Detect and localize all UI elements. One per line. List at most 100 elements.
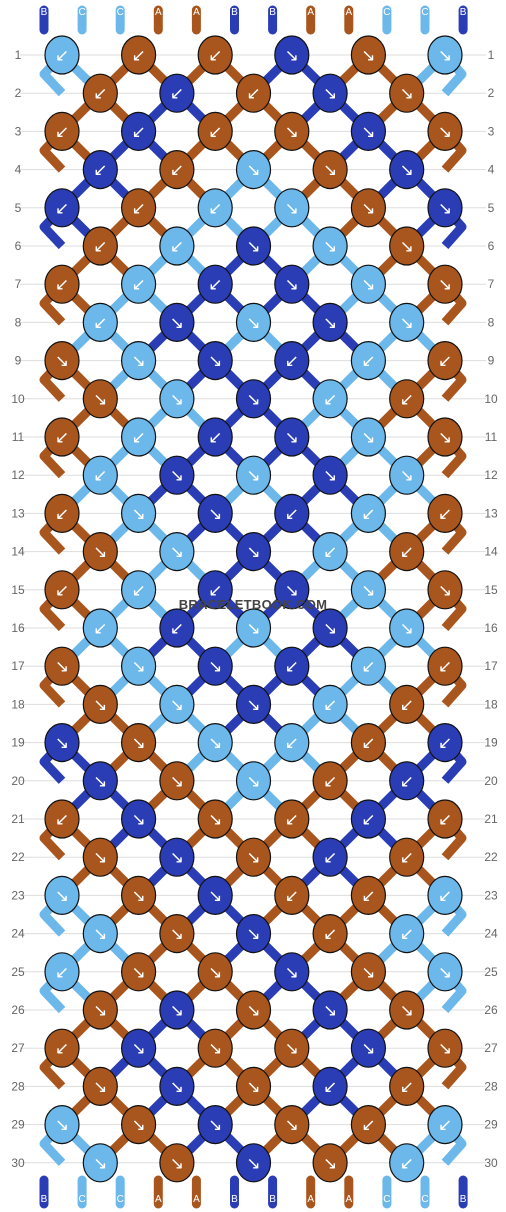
knot-arrow-icon: ↘: [170, 925, 184, 945]
knot-shape: [427, 417, 463, 457]
knot-arrow-icon: ↘: [400, 161, 414, 181]
knot-arrow-icon: ↘: [170, 390, 184, 410]
knot: ↘: [274, 35, 310, 75]
knot: ↙: [350, 722, 386, 763]
strand-label-bottom: A: [307, 1194, 314, 1205]
strand-label-top: C: [117, 7, 124, 18]
knot-arrow-icon: ↘: [55, 352, 69, 372]
knot: ↘: [427, 264, 463, 304]
knot-arrow-icon: ↙: [323, 848, 337, 868]
knot-arrow-icon: ↙: [131, 199, 145, 219]
knot: ↙: [197, 188, 233, 228]
knot: ↘: [197, 1028, 233, 1068]
knot-shape: [159, 1143, 195, 1183]
knot: ↘: [350, 1028, 386, 1068]
knot-shape: [197, 1104, 233, 1145]
knot: ↘: [274, 1104, 310, 1145]
knot-arrow-icon: ↘: [246, 1154, 260, 1174]
knot: ↙: [121, 417, 157, 457]
knot-arrow-icon: ↘: [400, 466, 414, 486]
knot: ↙: [44, 35, 80, 75]
row-number-right: 7: [488, 277, 495, 291]
knot-arrow-icon: ↘: [170, 313, 184, 333]
row-number-right: 6: [488, 239, 495, 253]
knot-shape: [44, 35, 80, 75]
knot-shape: [389, 73, 425, 113]
knot: ↙: [44, 493, 80, 534]
row-number-right: 17: [484, 659, 498, 673]
knot-shape: [121, 341, 157, 381]
knot: ↙: [44, 264, 80, 304]
knot-arrow-icon: ↘: [246, 313, 260, 333]
row-number-right: 26: [484, 1003, 498, 1017]
knot-arrow-icon: ↙: [55, 428, 69, 448]
knot-arrow-icon: ↙: [55, 122, 69, 142]
knot-arrow-icon: ↙: [361, 810, 375, 830]
knot-arrow-icon: ↙: [131, 581, 145, 601]
knot-shape: [121, 1028, 157, 1068]
knot-shape: [350, 1104, 386, 1145]
knot-arrow-icon: ↘: [323, 466, 337, 486]
knot-shape: [121, 952, 157, 992]
knot-shape: [350, 188, 386, 228]
knot-shape: [121, 570, 157, 610]
row-number-left: 13: [11, 506, 25, 520]
knot-shape: [350, 1028, 386, 1068]
knot-shape: [389, 608, 425, 648]
knot: ↘: [197, 952, 233, 992]
knot: ↙: [44, 799, 80, 839]
knot-arrow-icon: ↘: [93, 1001, 107, 1021]
knot-shape: [427, 646, 463, 686]
knot-shape: [350, 417, 386, 457]
knot: ↘: [389, 150, 425, 190]
knot: ↘: [197, 341, 233, 381]
knot-shape: [350, 111, 386, 151]
knot-shape: [427, 111, 463, 151]
knot: ↘: [235, 837, 272, 877]
knot: ↙: [389, 1143, 425, 1183]
knot-arrow-icon: ↙: [131, 428, 145, 448]
knot: ↘: [159, 913, 195, 954]
knot-arrow-icon: ↙: [323, 772, 337, 792]
knot-shape: [427, 570, 463, 610]
strand-label-bottom: C: [78, 1194, 85, 1205]
knot-shape: [350, 952, 386, 992]
knot: ↘: [159, 761, 195, 801]
knot: ↙: [235, 73, 272, 113]
knot-arrow-icon: ↙: [323, 390, 337, 410]
knot-shape: [121, 417, 157, 457]
knot: ↙: [389, 913, 425, 954]
knot: ↙: [159, 226, 195, 266]
knot: ↘: [312, 1143, 348, 1183]
row-number-left: 2: [15, 86, 22, 100]
row-number-left: 14: [11, 545, 25, 559]
knot-arrow-icon: ↙: [361, 734, 375, 754]
knot-shape: [427, 341, 463, 381]
row-number-right: 2: [488, 86, 495, 100]
knot-arrow-icon: ↘: [361, 122, 375, 142]
knot-shape: [44, 875, 80, 916]
knot: ↙: [44, 1028, 80, 1068]
knot-arrow-icon: ↘: [93, 1077, 107, 1097]
knot-arrow-icon: ↙: [438, 352, 452, 372]
strand-label-top: A: [307, 7, 314, 18]
knot-shape: [82, 608, 118, 648]
knot-shape: [197, 35, 233, 75]
knot-shape: [350, 722, 386, 763]
knot-shape: [235, 1143, 272, 1183]
knot: ↘: [82, 684, 118, 725]
knot-arrow-icon: ↘: [400, 1001, 414, 1021]
knot: ↙: [121, 35, 157, 75]
knot-arrow-icon: ↙: [208, 199, 222, 219]
watermark-text: BRACELETBOOK.COM: [179, 597, 328, 612]
knot-shape: [389, 455, 425, 495]
knot-shape: [389, 684, 425, 725]
knot-shape: [44, 952, 80, 992]
knot: ↙: [274, 646, 310, 686]
row-number-left: 7: [15, 277, 22, 291]
knot-shape: [427, 722, 463, 763]
knot-arrow-icon: ↙: [285, 734, 299, 754]
knot: ↘: [235, 1066, 272, 1107]
knot: ↘: [235, 761, 272, 801]
